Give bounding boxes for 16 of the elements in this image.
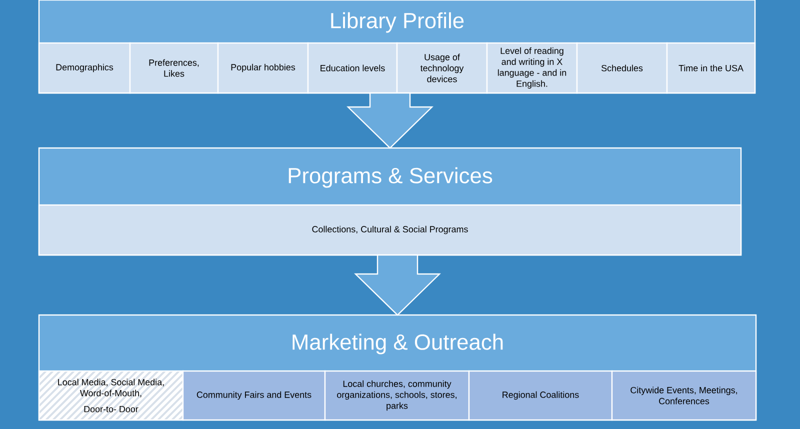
category-cell: Preferences, Likes <box>129 42 219 94</box>
category-cell: Time in the USA <box>666 42 756 94</box>
category-cell: Level of reading and writing in X language - and in English. <box>486 42 578 94</box>
block-arrow <box>346 92 434 149</box>
category-cell: Schedules <box>576 42 668 94</box>
category-cell: Demographics <box>38 42 131 94</box>
category-cell: Education levels <box>307 42 398 94</box>
category-cell: Citywide Events, Meetings, Conferences <box>611 370 757 421</box>
category-cell: Regional Coalitions <box>468 370 613 421</box>
block-arrow <box>354 254 441 316</box>
category-cell: Usage of technology devices <box>396 42 488 94</box>
content-band: Collections, Cultural & Social Programs <box>38 204 742 256</box>
category-cell: Community Fairs and Events <box>182 370 326 421</box>
category-cell: Local churches, community organizations, schools, stores, parks <box>324 370 470 421</box>
category-cell: Popular hobbies <box>217 42 309 94</box>
category-cell: Local Media, Social Media, Word-of-Mouth, Door-to- Door <box>38 370 184 421</box>
